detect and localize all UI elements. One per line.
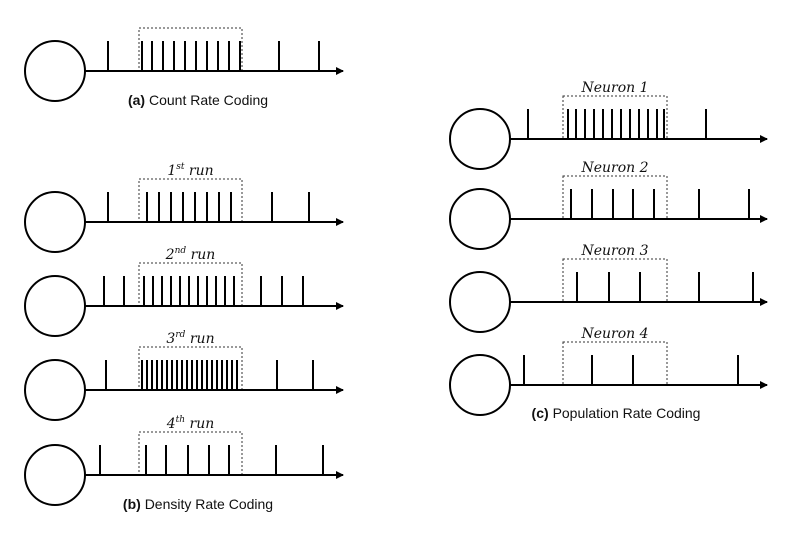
row-label-superscript: nd <box>175 246 187 256</box>
row-label-base: 4 <box>166 416 176 432</box>
neuron-row: Neuron 3 <box>449 243 768 333</box>
row-label-base: 1 <box>167 163 176 179</box>
row-label-base: Neuron 4 <box>580 326 648 342</box>
row-label-base: 2 <box>165 247 175 263</box>
neuron-row: Neuron 2 <box>449 160 768 250</box>
time-window-box <box>138 431 243 476</box>
row-label-base: 3 <box>166 331 175 347</box>
time-window-box <box>138 27 243 72</box>
row-label: Neuron 2 <box>580 160 648 176</box>
row-label-rest: run <box>185 416 214 432</box>
panel-caption-letter: (a) <box>128 92 145 108</box>
row-label: Neuron 1 <box>580 80 648 96</box>
neuron-row: 4th run <box>24 415 344 506</box>
neuron-circle <box>24 40 86 102</box>
row-label: 3rd run <box>166 330 214 347</box>
time-window-box <box>562 95 668 140</box>
time-window-box <box>562 341 668 386</box>
panel-caption-letter: (c) <box>532 405 549 421</box>
neuron-circle <box>449 271 511 333</box>
time-window-box <box>138 262 243 307</box>
panel-caption-text: Population Rate Coding <box>553 405 701 421</box>
row-label: 2nd run <box>165 246 216 263</box>
row-label: 1st run <box>167 162 213 179</box>
neuron-circle <box>24 275 86 337</box>
neuron-row <box>24 27 344 102</box>
neuron-circle <box>449 188 511 250</box>
time-window-box <box>562 175 668 220</box>
row-label-superscript: rd <box>175 330 185 340</box>
neuron-circle <box>24 359 86 421</box>
panel-caption-text: Count Rate Coding <box>149 92 268 108</box>
time-window-box <box>138 178 243 223</box>
row-label-base: Neuron 3 <box>580 243 648 259</box>
row-label: Neuron 4 <box>580 326 648 342</box>
neuron-row: Neuron 4 <box>449 326 768 416</box>
panel-caption-letter: (b) <box>123 496 141 512</box>
neuron-circle <box>24 444 86 506</box>
row-label-base: Neuron 2 <box>580 160 648 176</box>
panel-caption: (b) Density Rate Coding <box>123 496 273 512</box>
panel-c: Neuron 1 Neuron 2 Neuron 3 Neuron 4 (c) Popu… <box>449 80 768 421</box>
neuron-circle <box>449 108 511 170</box>
row-label-rest: run <box>185 331 214 347</box>
panel-a: (a) Count Rate Coding <box>24 27 344 108</box>
row-label-superscript: st <box>176 162 185 172</box>
row-label-rest: run <box>184 163 213 179</box>
panel-caption: (a) Count Rate Coding <box>128 92 268 108</box>
row-label-base: Neuron 1 <box>580 80 648 96</box>
row-label: Neuron 3 <box>580 243 648 259</box>
panel-caption-text: Density Rate Coding <box>145 496 273 512</box>
time-window-box <box>562 258 668 303</box>
neuron-row: 2nd run <box>24 246 344 337</box>
panel-caption: (c) Population Rate Coding <box>532 405 701 421</box>
neuron-row: Neuron 1 <box>449 80 768 170</box>
neuron-row: 3rd run <box>24 330 344 421</box>
neuron-circle <box>449 354 511 416</box>
row-label-superscript: th <box>176 415 185 425</box>
row-label-rest: run <box>186 247 215 263</box>
neuron-circle <box>24 191 86 253</box>
neuron-row: 1st run <box>24 162 344 253</box>
row-label: 4th run <box>166 415 215 432</box>
